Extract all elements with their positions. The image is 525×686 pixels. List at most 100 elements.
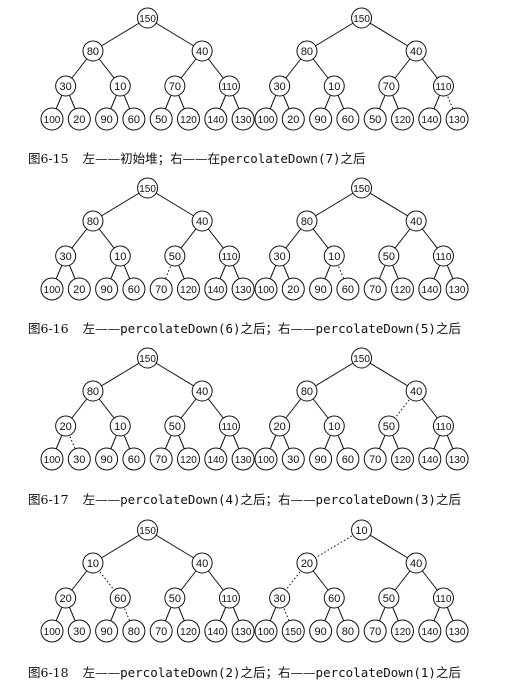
- heap-node-circle: [336, 107, 360, 131]
- tree-edge: [92, 17, 148, 52]
- tree-edge: [92, 529, 148, 564]
- heap-node-value: 150: [353, 14, 370, 25]
- heap-node-value: 130: [235, 455, 252, 466]
- heap-node-circle: [405, 380, 427, 402]
- heap-node-value: 120: [180, 285, 197, 296]
- heap-node-value: 60: [342, 114, 354, 126]
- caption-right-tail: 之后: [435, 492, 461, 507]
- heap-node-value: 110: [435, 422, 451, 433]
- heap-node-value: 130: [235, 285, 252, 296]
- heap-node-value: 100: [258, 285, 275, 296]
- heap-node-circle: [109, 245, 131, 267]
- heap-node-circle: [137, 7, 159, 29]
- heap-node-value: 20: [301, 558, 313, 570]
- heap-node-value: 60: [328, 593, 340, 605]
- heap-node-circle: [95, 107, 119, 131]
- heap-node-value: 50: [383, 593, 395, 605]
- heap-node-circle: [391, 619, 414, 643]
- heap-node-circle: [164, 415, 186, 437]
- caption-left-tail: 之后；右——: [240, 492, 316, 507]
- heap-node-circle: [204, 447, 228, 471]
- heap-node-value: 20: [73, 114, 85, 126]
- heap-node-circle: [351, 519, 373, 541]
- heap-node-circle: [269, 245, 291, 267]
- heap-node-value: 110: [435, 594, 451, 605]
- heap-node-value: 120: [394, 627, 411, 638]
- heap-node-circle: [95, 447, 119, 471]
- heap-node-circle: [109, 415, 131, 437]
- heap-node-value: 150: [139, 526, 156, 537]
- heap-node-circle: [405, 210, 427, 232]
- heap-node-circle: [309, 277, 333, 301]
- caption-left-tail: 之后；右——: [240, 321, 316, 336]
- heap-node-circle: [191, 40, 213, 62]
- caption-right-code: percolateDown(1): [315, 665, 436, 680]
- heap-node-value: 20: [287, 284, 299, 296]
- heap-node-circle: [137, 347, 159, 369]
- heap-node-value: 90: [314, 284, 326, 296]
- heap-node-circle: [432, 415, 454, 437]
- heap-node-circle: [40, 447, 64, 471]
- heap-node-circle: [336, 277, 360, 301]
- heap-node-value: 140: [207, 455, 224, 466]
- heap-node-value: 60: [342, 284, 354, 296]
- heap-node-circle: [177, 447, 200, 471]
- caption-label: 图6-15: [28, 151, 69, 166]
- heap-node-circle: [269, 415, 291, 437]
- heap-node-circle: [445, 447, 469, 471]
- heap-node-value: 10: [328, 421, 340, 433]
- heap-node-circle: [391, 447, 414, 471]
- heap-node-value: 60: [114, 593, 126, 605]
- heap-node-value: 70: [369, 626, 381, 638]
- caption-left-code: percolateDown(7): [220, 151, 341, 166]
- heap-node-value: 150: [139, 354, 156, 365]
- heap-node-value: 130: [449, 115, 466, 126]
- tree-edge: [361, 357, 417, 392]
- heap-node-circle: [336, 619, 360, 643]
- heap-node-value: 70: [155, 284, 167, 296]
- dashed-swap-edge: [306, 529, 362, 564]
- heap-node-circle: [109, 75, 131, 97]
- heap-node-value: 80: [87, 386, 99, 398]
- tree-edge: [361, 17, 417, 52]
- heap-node-value: 80: [301, 46, 313, 58]
- heap-node-value: 90: [314, 114, 326, 126]
- heap-node-value: 110: [221, 82, 237, 93]
- heap-node-circle: [218, 415, 240, 437]
- caption-left-code: percolateDown(2): [120, 665, 241, 680]
- heap-node-value: 90: [314, 454, 326, 466]
- tree-edge: [147, 187, 203, 222]
- heap-node-value: 100: [44, 285, 61, 296]
- heap-node-value: 130: [449, 627, 466, 638]
- heap-node-circle: [281, 447, 305, 471]
- heap-node-value: 90: [100, 626, 112, 638]
- heap-node-value: 80: [87, 46, 99, 58]
- heap-node-value: 10: [114, 81, 126, 93]
- heap-node-circle: [378, 587, 400, 609]
- caption-label: 图6-18: [28, 665, 69, 680]
- heap-node-circle: [432, 75, 454, 97]
- heap-node-value: 70: [155, 626, 167, 638]
- heap-node-circle: [137, 177, 159, 199]
- heap-node-circle: [218, 245, 240, 267]
- heap-node-value: 10: [114, 251, 126, 263]
- heap-node-value: 10: [87, 558, 99, 570]
- heap-node-value: 20: [287, 114, 299, 126]
- heap-node-circle: [336, 447, 360, 471]
- heap-node-value: 30: [60, 251, 72, 263]
- tree-edge: [92, 357, 148, 392]
- heap-node-circle: [177, 619, 200, 643]
- heap-node-circle: [418, 107, 442, 131]
- heap-node-value: 130: [449, 455, 466, 466]
- heap-node-circle: [391, 107, 414, 131]
- heap-node-value: 110: [435, 252, 451, 263]
